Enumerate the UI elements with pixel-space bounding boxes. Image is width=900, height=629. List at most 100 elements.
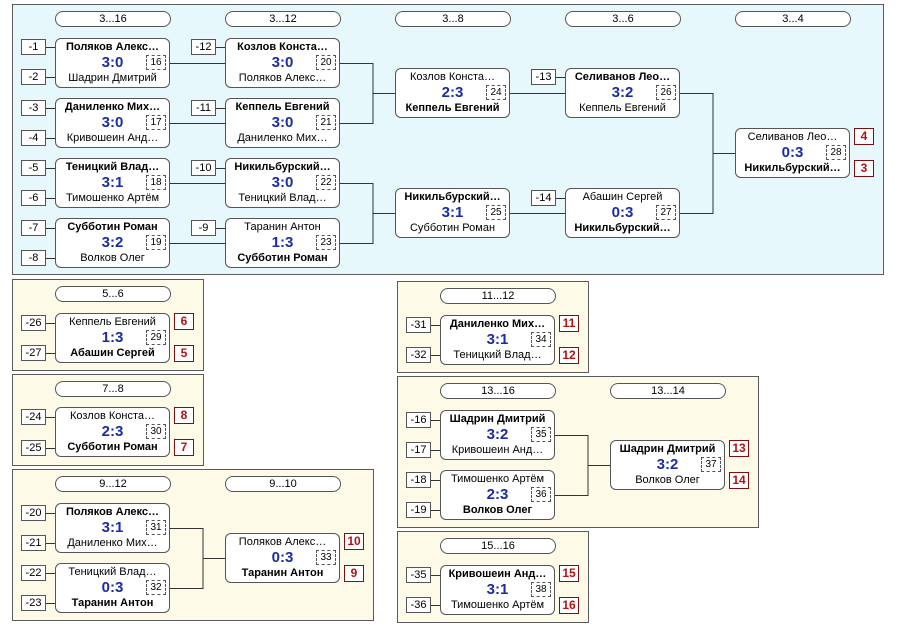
seed-box: -24 (21, 409, 46, 425)
match-card[interactable]: Козлов Конста… 3:0 20 Поляков Алекс… (225, 38, 340, 88)
seed-box: -19 (406, 502, 431, 518)
player-name: Таранин Антон (71, 597, 154, 609)
match-card[interactable]: Поляков Алекс… 3:0 16 Шадрин Дмитрий (55, 38, 170, 88)
final-place-badge: 5 (174, 345, 194, 362)
match-number: 17 (146, 115, 166, 130)
match-number: 27 (656, 205, 676, 220)
match-score: 2:3 (101, 423, 124, 440)
final-place-badge: 14 (729, 472, 749, 489)
player-name: Никильбурский… (744, 162, 841, 174)
player-name: Субботин Роман (67, 441, 158, 453)
player-name: Субботин Роман (409, 222, 496, 234)
match-card[interactable]: Даниленко Мих… 3:1 34 Теницкий Влад… (440, 315, 555, 365)
connector-line (431, 325, 440, 606)
match-card[interactable]: Кеппель Евгений 3:0 21 Даниленко Мих… (225, 98, 340, 148)
match-number: 26 (656, 85, 676, 100)
player-name: Шадрин Дмитрий (68, 72, 157, 84)
match-card[interactable]: Шадрин Дмитрий 3:2 35 Кривошеин Анд… (440, 410, 555, 460)
round-header: 13...16 (440, 383, 556, 399)
player-name: Поляков Алекс… (65, 41, 160, 53)
player-name: Кривошеин Анд… (451, 444, 544, 456)
player-name: Никильбурский… (404, 191, 501, 203)
seed-box: -4 (21, 130, 46, 146)
match-card[interactable]: Никильбурский… 3:0 22 Теницкий Влад… (225, 158, 340, 208)
player-name: Тимошенко Артём (450, 599, 545, 611)
player-name: Селиванов Лео… (747, 131, 838, 143)
match-card[interactable]: Поляков Алекс… 0:3 33 Таранин Антон (225, 533, 340, 583)
player-name: Козлов Конста… (237, 41, 328, 53)
match-card[interactable]: Кривошеин Анд… 3:1 38 Тимошенко Артём (440, 565, 555, 615)
round-header: 5...6 (55, 286, 171, 302)
player-name: Волков Олег (635, 474, 700, 486)
match-card[interactable]: Теницкий Влад… 3:1 18 Тимошенко Артём (55, 158, 170, 208)
seed-box: -16 (406, 412, 431, 428)
match-number: 21 (316, 115, 336, 130)
final-place-badge: 13 (729, 440, 749, 457)
player-name: Поляков Алекс… (65, 506, 160, 518)
match-number: 25 (486, 205, 506, 220)
match-number: 36 (531, 487, 551, 502)
player-name: Шадрин Дмитрий (449, 413, 546, 425)
match-score: 3:1 (101, 519, 124, 536)
seed-box: -2 (21, 69, 46, 85)
round-header: 13...14 (610, 383, 726, 399)
seed-box: -20 (21, 505, 46, 521)
seed-box: -26 (21, 315, 46, 331)
match-card[interactable]: Поляков Алекс… 3:1 31 Даниленко Мих… (55, 503, 170, 553)
match-number: 29 (146, 330, 166, 345)
match-card[interactable]: Шадрин Дмитрий 3:2 37 Волков Олег (610, 440, 725, 490)
seed-box: -23 (21, 595, 46, 611)
match-score: 3:0 (101, 114, 124, 131)
match-number: 19 (146, 235, 166, 250)
player-name: Поляков Алекс… (238, 72, 327, 84)
final-place-badge: 4 (854, 128, 874, 145)
match-card[interactable]: Козлов Конста… 2:3 30 Субботин Роман (55, 407, 170, 457)
connector-line (340, 63, 395, 124)
round-header: 11...12 (440, 288, 556, 304)
match-number: 33 (316, 550, 336, 565)
match-card[interactable]: Кеппель Евгений 1:3 29 Абашин Сергей (55, 313, 170, 363)
match-card[interactable]: Субботин Роман 3:2 19 Волков Олег (55, 218, 170, 268)
round-header: 3...4 (735, 11, 851, 27)
player-name: Кривошеин Анд… (66, 132, 159, 144)
seed-box: -9 (191, 220, 216, 236)
match-number: 30 (146, 424, 166, 439)
match-card[interactable]: Никильбурский… 3:1 25 Субботин Роман (395, 188, 510, 238)
seed-box: -10 (191, 160, 216, 176)
match-card[interactable]: Селиванов Лео… 3:2 26 Кеппель Евгений (565, 68, 680, 118)
match-card[interactable]: Теницкий Влад… 0:3 32 Таранин Антон (55, 563, 170, 613)
connector-line (170, 63, 225, 244)
player-name: Козлов Конста… (69, 410, 155, 422)
match-card[interactable]: Абашин Сергей 0:3 27 Никильбурский… (565, 188, 680, 238)
round-header: 3...8 (395, 11, 511, 27)
match-card[interactable]: Тимошенко Артём 2:3 36 Волков Олег (440, 470, 555, 520)
seed-box: -12 (191, 39, 216, 55)
connector-line (340, 183, 395, 244)
match-number: 28 (826, 145, 846, 160)
seed-box: -21 (21, 535, 46, 551)
match-number: 18 (146, 175, 166, 190)
player-name: Теницкий Влад… (68, 566, 157, 578)
round-header: 9...12 (55, 476, 171, 492)
match-score: 3:2 (611, 84, 634, 101)
seed-box: -11 (191, 100, 216, 116)
seed-box: -25 (21, 440, 46, 456)
connector-line (170, 528, 225, 589)
player-name: Даниленко Мих… (449, 318, 546, 330)
round-header: 7...8 (55, 381, 171, 397)
match-card[interactable]: Даниленко Мих… 3:0 17 Кривошеин Анд… (55, 98, 170, 148)
match-card[interactable]: Таранин Антон 1:3 23 Субботин Роман (225, 218, 340, 268)
match-score: 3:0 (271, 174, 294, 191)
final-place-badge: 15 (559, 565, 579, 582)
match-card[interactable]: Козлов Конста… 2:3 24 Кеппель Евгений (395, 68, 510, 118)
seed-box: -27 (21, 345, 46, 361)
match-number: 22 (316, 175, 336, 190)
player-name: Шадрин Дмитрий (619, 443, 716, 455)
connector-line (46, 323, 55, 449)
round-header: 9...10 (225, 476, 341, 492)
match-card[interactable]: Селиванов Лео… 0:3 28 Никильбурский… (735, 128, 850, 178)
player-name: Субботин Роман (67, 221, 158, 233)
player-name: Поляков Алекс… (238, 536, 327, 548)
match-score: 3:2 (486, 426, 509, 443)
match-number: 20 (316, 55, 336, 70)
